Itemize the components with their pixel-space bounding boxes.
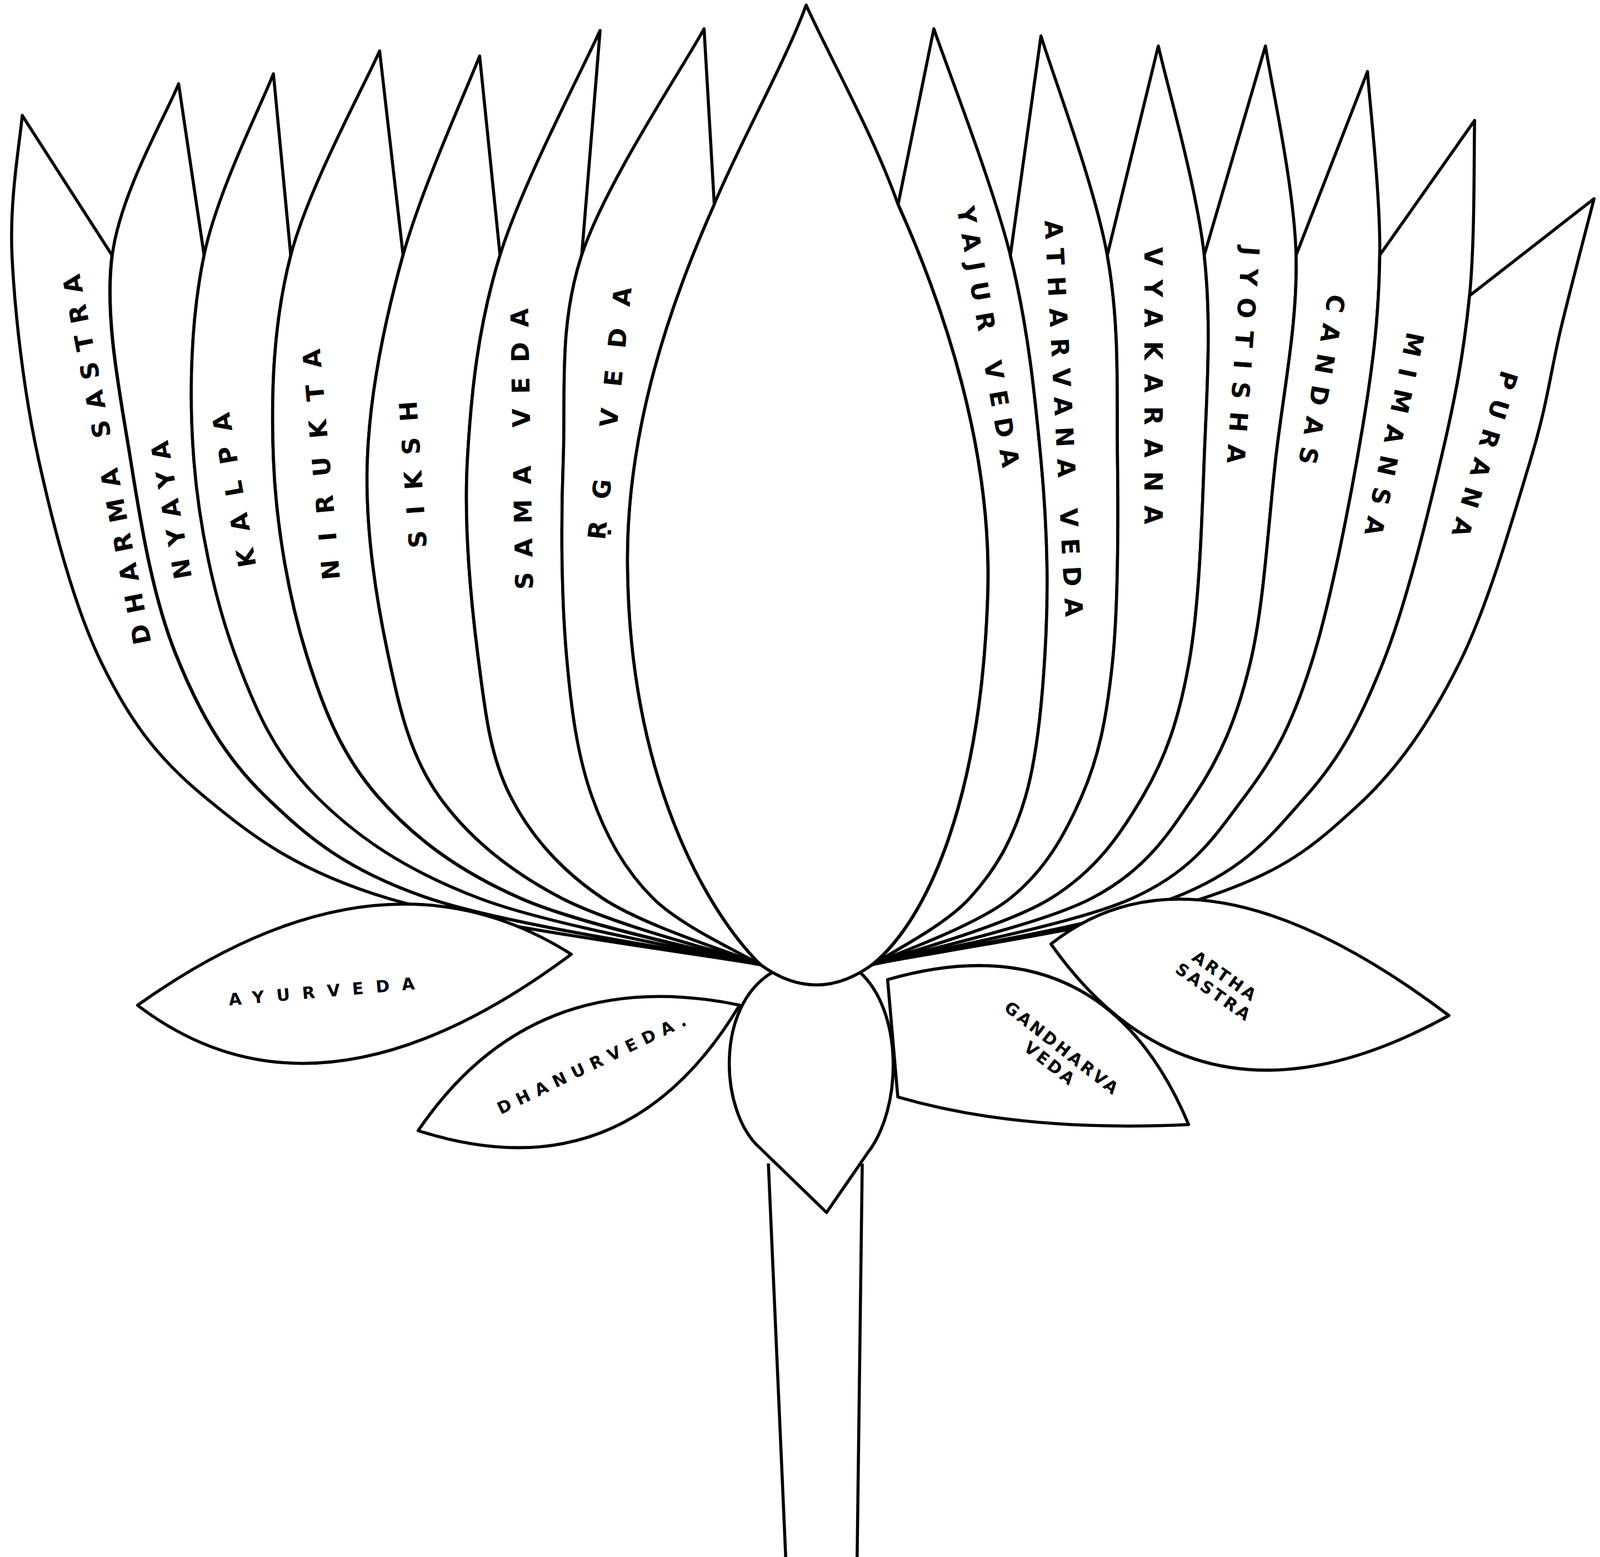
petal-shape	[872, 120, 1475, 965]
lotus-bud	[729, 971, 894, 1213]
petal-shape	[561, 28, 760, 964]
lotus-petal: ARTHA SASTRA	[1042, 818, 1458, 1162]
lotus-petal: ṚG VEDA	[550, 20, 769, 973]
lotus-petal: DHANURVEDA.	[410, 953, 748, 1205]
petal-shape	[872, 198, 1594, 965]
lotus-petal: MIMANSA	[864, 112, 1484, 973]
petal-label: VYAKARANA	[1140, 233, 1165, 538]
stem-line	[768, 1163, 786, 1557]
petal-outline	[550, 20, 769, 973]
stem-line	[857, 1163, 863, 1557]
petal-shape	[418, 996, 740, 1148]
petal-label: SAMA VEDA	[507, 293, 538, 605]
petal-outline	[864, 112, 1484, 973]
petal-shape	[1051, 898, 1449, 1070]
